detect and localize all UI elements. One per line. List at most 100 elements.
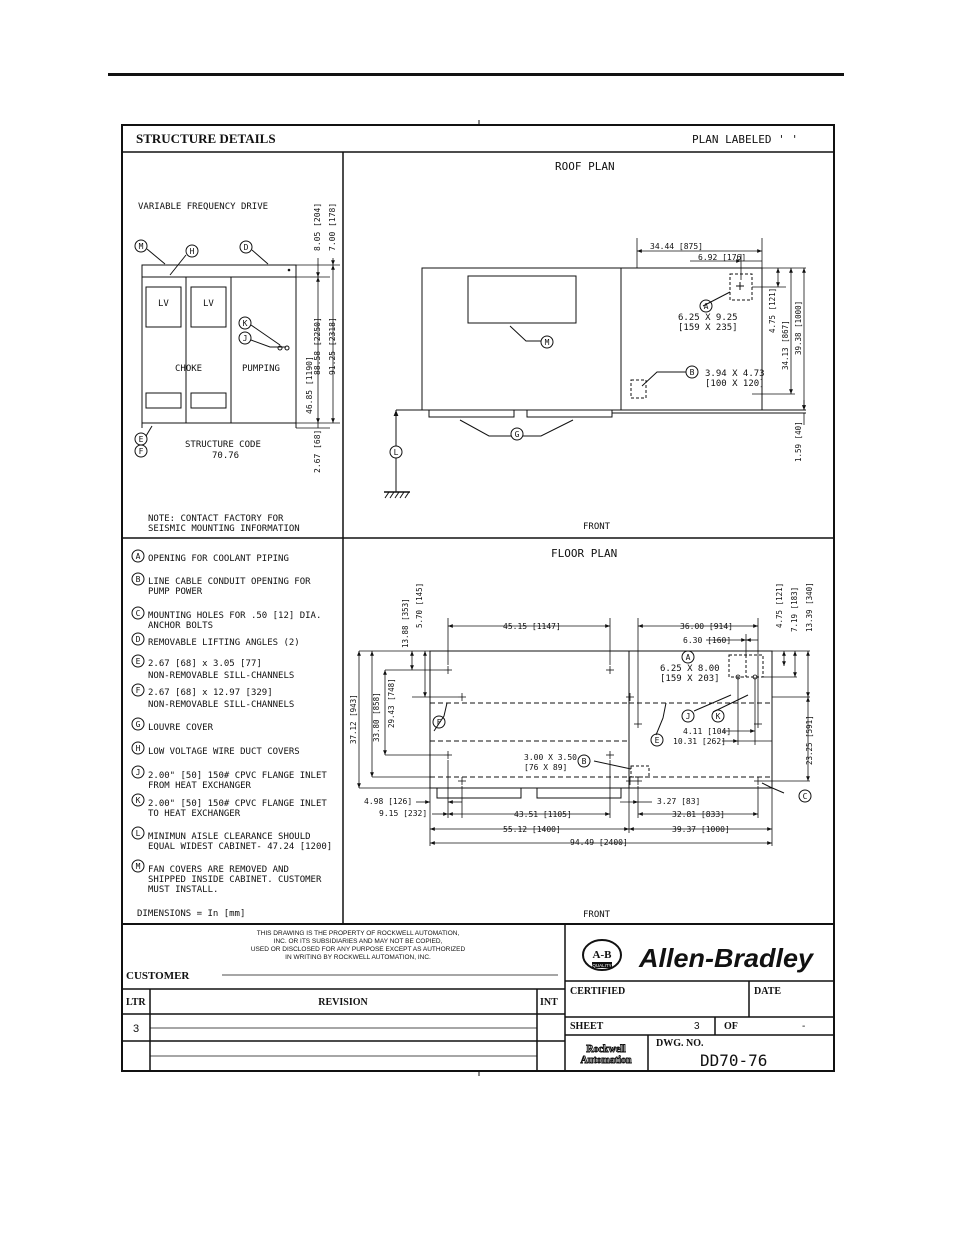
seismic-note-1: NOTE: CONTACT FACTORY FOR bbox=[148, 514, 284, 524]
roof-callout-b-icon: B bbox=[690, 368, 695, 377]
property-notice-1: THIS DRAWING IS THE PROPERTY OF ROCKWELL… bbox=[257, 930, 460, 937]
dim-6-92: 6.92 [176] bbox=[698, 253, 746, 262]
legend-h-line1: LOW VOLTAGE WIRE DUCT COVERS bbox=[148, 747, 300, 757]
dim-94-49: 94.49 [2400] bbox=[570, 838, 628, 847]
dim-88-58: 88.58 [2250] bbox=[313, 317, 322, 375]
legend-c-line2: ANCHOR BOLTS bbox=[148, 621, 213, 631]
floor-callout-k-icon: K bbox=[716, 712, 721, 721]
dim-5-70: 5.70 [145] bbox=[415, 583, 424, 628]
dim-43-51: 43.51 [1105] bbox=[514, 810, 572, 819]
callout-m-icon: M bbox=[139, 242, 144, 251]
dim-4-75-roof: 4.75 [121] bbox=[768, 288, 777, 333]
pumping-label: PUMPING bbox=[242, 364, 280, 374]
legend-key-f-icon: F bbox=[136, 686, 141, 695]
roof-plan-title: ROOF PLAN bbox=[555, 160, 615, 173]
roof-opening-b-mm: [100 X 120] bbox=[705, 379, 765, 389]
dim-4-98: 4.98 [126] bbox=[364, 797, 412, 806]
roof-callout-l-icon: L bbox=[394, 448, 399, 457]
floor-opening-a-mm: [159 X 203] bbox=[660, 674, 720, 684]
page-top-rule bbox=[108, 73, 844, 76]
roof-callout-m-icon: M bbox=[545, 338, 550, 347]
dwg-no-value: DD70-76 bbox=[700, 1051, 767, 1070]
dim-37-12: 37.12 [943] bbox=[349, 694, 358, 744]
dim-1-59: 1.59 [40] bbox=[794, 421, 803, 462]
dim-8-05: 8.05 [204] bbox=[313, 203, 322, 251]
dim-39-37: 39.37 [1000] bbox=[672, 825, 730, 834]
plan-labeled: PLAN LABELED ' ' bbox=[692, 133, 798, 146]
ltr-value: 3 bbox=[133, 1023, 139, 1035]
legend-j-line2: FROM HEAT EXCHANGER bbox=[148, 781, 252, 791]
dim-39-38: 39.38 [1000] bbox=[794, 301, 803, 355]
dim-7-00: 7.00 [178] bbox=[328, 203, 337, 251]
dim-4-11: 4.11 [104] bbox=[683, 727, 731, 736]
dwg-no-label: DWG. NO. bbox=[656, 1038, 704, 1049]
legend-key-j-icon: J bbox=[136, 768, 141, 777]
floor-plan-title: FLOOR PLAN bbox=[551, 547, 617, 560]
callout-f-icon: F bbox=[139, 447, 144, 456]
dim-9-15: 9.15 [232] bbox=[379, 809, 427, 818]
legend-key-k-icon: K bbox=[136, 796, 141, 805]
dim-13-39: 13.39 [340] bbox=[805, 582, 814, 632]
legend-key-m-icon: M bbox=[136, 862, 141, 871]
floor-callout-a-icon: A bbox=[686, 653, 691, 662]
callout-e-icon: E bbox=[139, 435, 144, 444]
floor-cabinet-right bbox=[628, 650, 773, 789]
legend-l-line2: EQUAL WIDEST CABINET- 47.24 [1200] bbox=[148, 842, 332, 852]
roof-callout-g-icon: G bbox=[515, 430, 520, 439]
customer-label: CUSTOMER bbox=[126, 970, 190, 982]
dim-13-88: 13.88 [353] bbox=[401, 598, 410, 648]
callout-j-icon: J bbox=[243, 334, 248, 343]
allen-bradley-brand: Allen-Bradley bbox=[638, 943, 815, 973]
roof-front-label: FRONT bbox=[583, 522, 611, 532]
legend-j-line1: 2.00" [50] 150# CPVC FLANGE INLET bbox=[148, 771, 327, 781]
legend-k-line1: 2.00" [50] 150# CPVC FLANGE INLET bbox=[148, 799, 327, 809]
legend-k-line2: TO HEAT EXCHANGER bbox=[148, 809, 241, 819]
dim-7-19: 7.19 [183] bbox=[790, 587, 799, 632]
dim-46-85: 46.85 [1190] bbox=[305, 356, 314, 414]
legend-a-line1: OPENING FOR COOLANT PIPING bbox=[148, 554, 289, 564]
ab-quality-text: QUALITY bbox=[592, 963, 611, 968]
structure-code-label: STRUCTURE CODE bbox=[185, 440, 261, 450]
floor-callout-b-icon: B bbox=[582, 757, 587, 766]
legend: A OPENING FOR COOLANT PIPING B LINE CABL… bbox=[131, 549, 332, 919]
dim-23-25: 23.25 [591] bbox=[805, 715, 814, 765]
rockwell-text: Rockwell bbox=[586, 1044, 626, 1055]
legend-e-line2: NON-REMOVABLE SILL-CHANNELS bbox=[148, 671, 294, 681]
legend-d-line1: REMOVABLE LIFTING ANGLES (2) bbox=[148, 638, 300, 648]
legend-f-line1: 2.67 [68] x 12.97 [329] bbox=[148, 688, 273, 698]
cabinet-outline bbox=[141, 264, 297, 424]
dim-55-12: 55.12 [1400] bbox=[503, 825, 561, 834]
lv-label-2: LV bbox=[203, 299, 214, 309]
callout-d-icon: D bbox=[244, 243, 249, 252]
structure-code-value: 70.76 bbox=[212, 451, 239, 461]
legend-key-b-icon: B bbox=[136, 575, 141, 584]
of-value: - bbox=[802, 1021, 805, 1032]
callout-k-icon: K bbox=[243, 319, 248, 328]
roof-opening-a-mm: [159 X 235] bbox=[678, 323, 738, 333]
legend-key-c-icon: C bbox=[136, 609, 141, 618]
legend-f-line2: NON-REMOVABLE SILL-CHANNELS bbox=[148, 700, 294, 710]
floor-callout-e-icon: E bbox=[655, 736, 660, 745]
roof-opening-a-size: 6.25 X 9.25 bbox=[678, 313, 738, 323]
lv-label-1: LV bbox=[158, 299, 169, 309]
floor-callout-f-icon: F bbox=[437, 718, 442, 727]
legend-g-line1: LOUVRE COVER bbox=[148, 723, 214, 733]
floor-callout-j-icon: J bbox=[686, 712, 691, 721]
legend-key-g-icon: G bbox=[136, 720, 141, 729]
property-notice-4: IN WRITING BY ROCKWELL AUTOMATION, INC. bbox=[285, 954, 431, 961]
dim-2-67: 2.67 [68] bbox=[313, 430, 322, 473]
property-notice-2: INC. OR ITS SUBSIDIARIES AND MAY NOT BE … bbox=[274, 938, 443, 945]
dim-36-00: 36.00 [914] bbox=[680, 622, 733, 631]
floor-front-label: FRONT bbox=[583, 910, 611, 920]
dimensions-note: DIMENSIONS = In [mm] bbox=[137, 909, 245, 919]
property-notice-3: USED OR DISCLOSED FOR ANY PURPOSE EXCEPT… bbox=[251, 946, 466, 953]
floor-opening-b-size: 3.00 X 3.50 bbox=[524, 753, 577, 762]
callout-h-icon: H bbox=[190, 247, 195, 256]
ab-logo-icon: A-B QUALITY bbox=[582, 939, 622, 971]
roof-callout-a-icon: A bbox=[704, 302, 709, 311]
legend-b-line1: LINE CABLE CONDUIT OPENING FOR bbox=[148, 577, 311, 587]
floor-callout-c-icon: C bbox=[803, 792, 808, 801]
sheet-value: 3 bbox=[694, 1021, 700, 1032]
legend-l-line1: MINIMUN AISLE CLEARANCE SHOULD bbox=[148, 832, 311, 842]
